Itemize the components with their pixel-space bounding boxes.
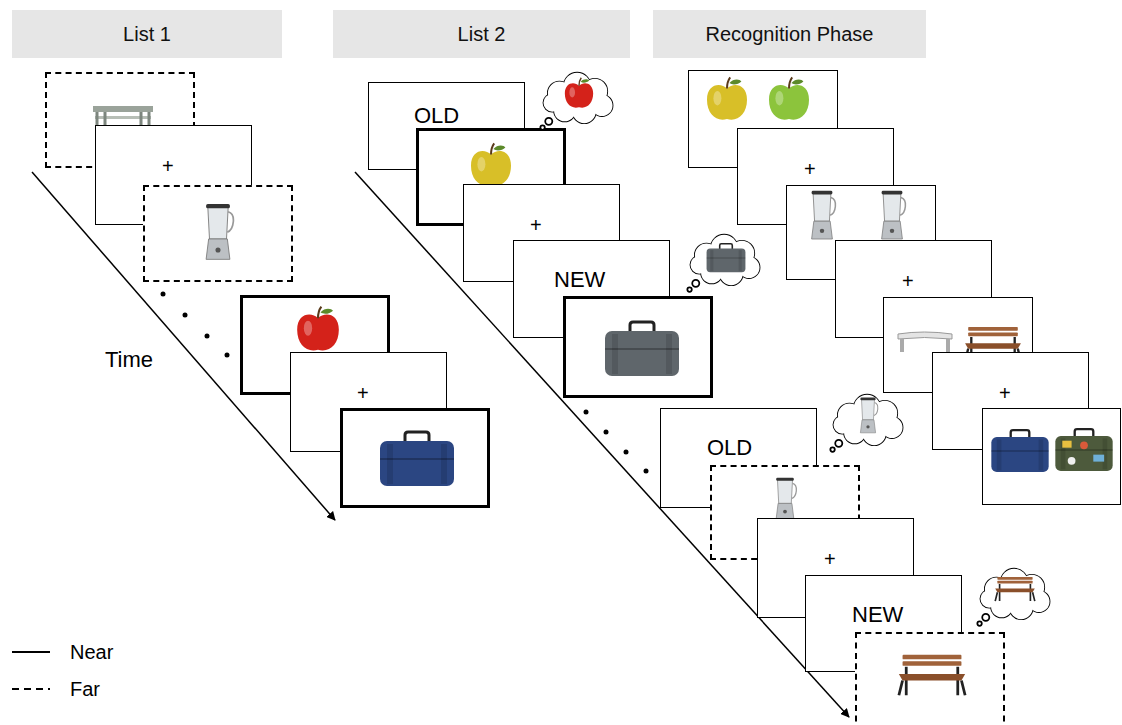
blender-picture	[857, 397, 879, 435]
thought-bubble	[828, 392, 908, 454]
fixation-cross: +	[357, 383, 446, 403]
fixation-cross: +	[999, 383, 1088, 403]
suitcase-picture	[1053, 425, 1115, 475]
far-screen	[143, 185, 293, 282]
suitcase-picture	[705, 242, 747, 274]
apple-picture	[562, 76, 596, 110]
suitcase-picture	[602, 319, 682, 379]
fixation-cross: +	[530, 215, 619, 235]
fixation-cross: +	[162, 156, 251, 176]
far-screen	[855, 632, 1005, 725]
response-cue: NEW	[554, 269, 669, 291]
bench-picture	[993, 574, 1037, 604]
blender-picture	[877, 190, 907, 242]
response-cue: OLD	[707, 437, 816, 459]
apple-picture	[293, 304, 343, 354]
near-screen	[563, 296, 713, 398]
blender-picture	[772, 477, 798, 521]
phase-title: List 1	[123, 23, 171, 46]
legend-line	[12, 640, 52, 664]
phase-title: List 2	[458, 23, 506, 46]
cloud-outline	[975, 566, 1055, 628]
phase-header: List 1	[12, 10, 282, 58]
axis-label: Time	[105, 347, 153, 373]
blender-picture	[201, 203, 235, 263]
thought-bubble	[538, 70, 618, 132]
legend-text: Far	[70, 678, 100, 700]
bench-picture	[894, 328, 956, 354]
legend-row: Far	[12, 677, 100, 701]
legend-text: Near	[70, 641, 113, 663]
time-arrow	[355, 172, 849, 717]
suitcase-picture	[377, 429, 457, 489]
fixation-cross: +	[804, 159, 893, 179]
phase-header: Recognition Phase	[653, 10, 926, 58]
thought-bubble	[975, 566, 1055, 628]
response-cue: NEW	[852, 604, 961, 626]
phase-header: List 2	[333, 10, 630, 58]
legend-line	[12, 677, 52, 701]
bench-picture	[895, 652, 969, 698]
blender-picture	[807, 190, 837, 242]
test-pair-screen	[982, 408, 1121, 505]
suitcase-picture	[989, 427, 1051, 475]
response-cue: OLD	[414, 105, 524, 127]
thought-bubble	[685, 232, 765, 294]
apple-picture	[765, 75, 813, 123]
fixation-cross: +	[824, 549, 913, 569]
apple-picture	[467, 141, 515, 189]
near-screen	[340, 408, 490, 508]
apple-picture	[703, 75, 751, 123]
phase-title: Recognition Phase	[706, 23, 874, 46]
legend-row: Near	[12, 640, 113, 664]
fixation-cross: +	[902, 271, 991, 291]
